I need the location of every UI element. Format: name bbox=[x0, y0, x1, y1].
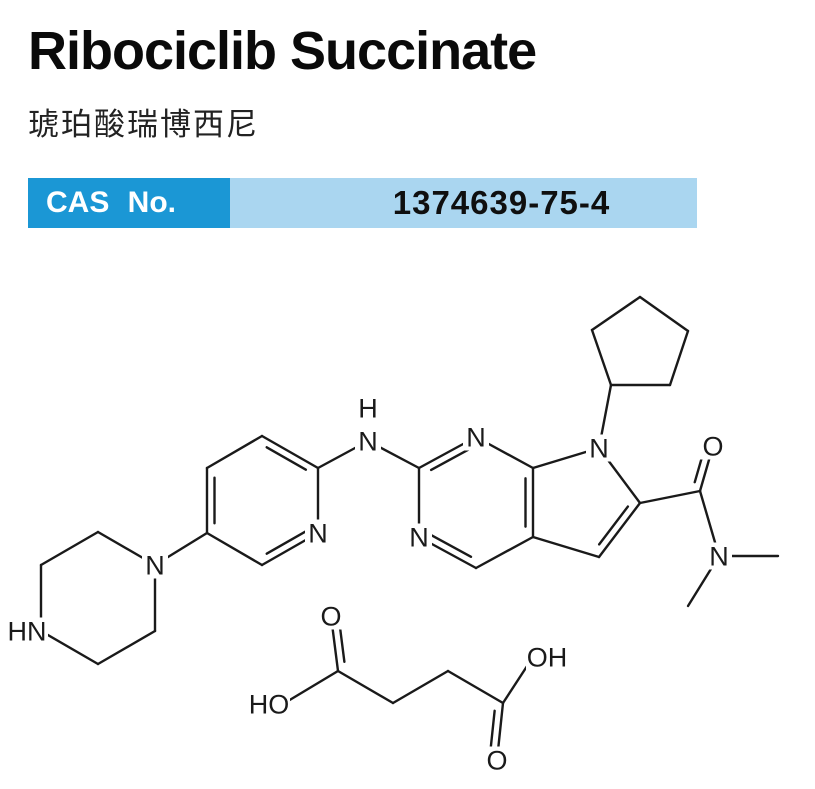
svg-text:N: N bbox=[145, 551, 165, 581]
svg-text:N: N bbox=[589, 434, 609, 464]
svg-text:HO: HO bbox=[249, 690, 290, 720]
svg-text:N: N bbox=[409, 523, 429, 553]
svg-text:N: N bbox=[709, 542, 729, 572]
cas-number: 1374639-75-4 bbox=[230, 178, 697, 228]
svg-text:O: O bbox=[702, 432, 723, 462]
svg-text:N: N bbox=[466, 423, 486, 453]
cas-banner: CAS No. 1374639-75-4 bbox=[28, 178, 697, 228]
cas-label: CAS No. bbox=[28, 178, 230, 228]
svg-text:N: N bbox=[308, 519, 328, 549]
svg-text:O: O bbox=[486, 746, 507, 776]
page-title: Ribociclib Succinate bbox=[28, 21, 537, 81]
svg-text:N: N bbox=[358, 427, 378, 457]
svg-text:HN: HN bbox=[8, 617, 47, 647]
svg-text:H: H bbox=[358, 394, 378, 424]
svg-text:OH: OH bbox=[527, 643, 568, 673]
subtitle-chinese: 琥珀酸瑞博西尼 bbox=[28, 107, 259, 142]
svg-text:O: O bbox=[320, 602, 341, 632]
